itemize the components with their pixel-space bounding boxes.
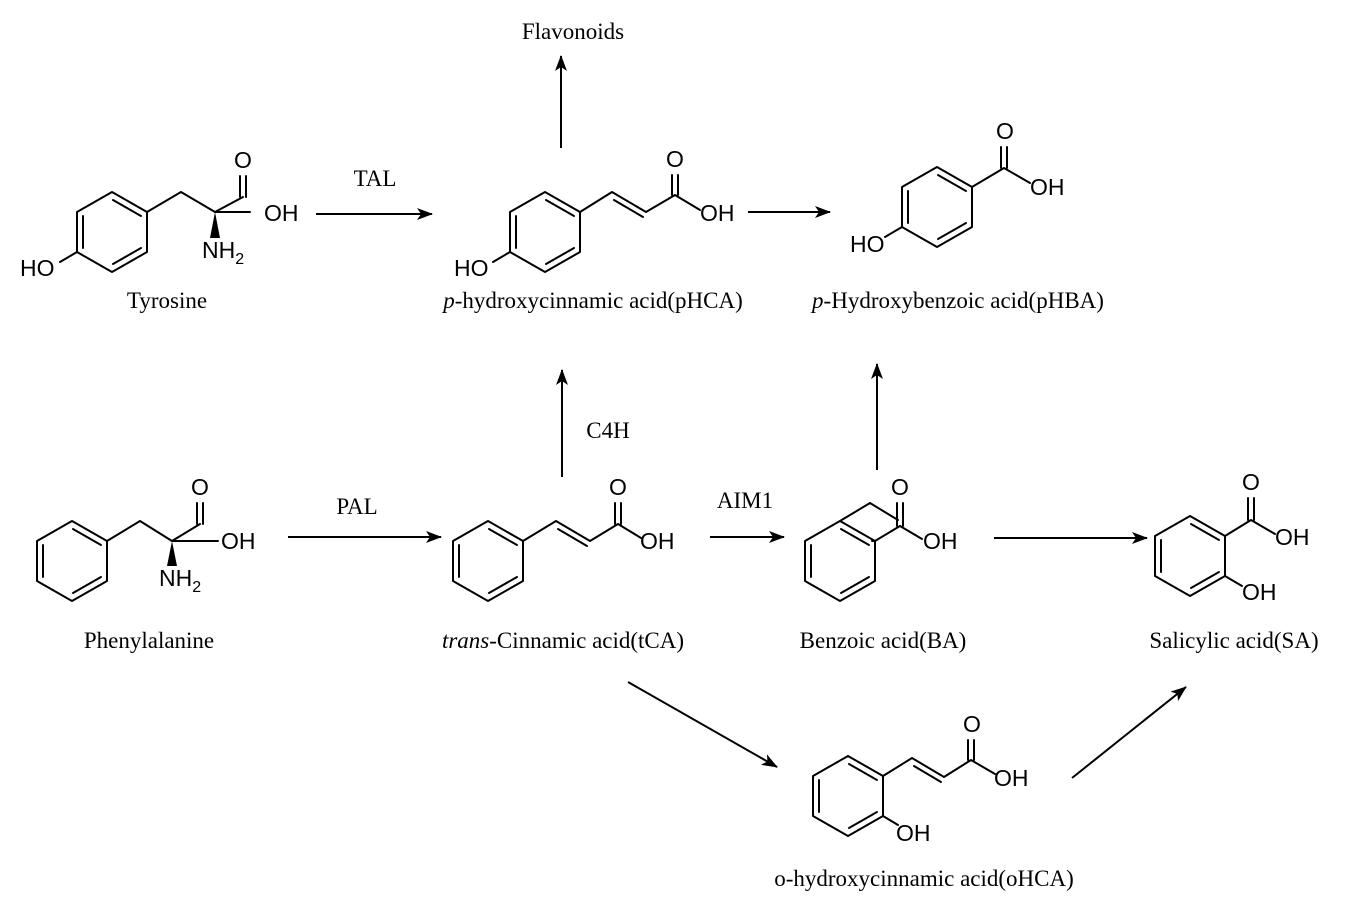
phba-ring-double-bonds xyxy=(907,174,967,240)
phba-ring xyxy=(901,166,973,248)
sa-label: Salicylic acid(SA) xyxy=(1149,628,1318,653)
phba-structure: O OH HO xyxy=(850,118,1065,257)
ohca-oh-bond xyxy=(882,815,899,826)
ohca-chain xyxy=(882,757,996,778)
tyrosine-ho-bond xyxy=(59,251,78,263)
ohca-hydroxyl: OH xyxy=(994,765,1029,791)
phca-carbonyl xyxy=(671,174,679,196)
phenylalanine-amine: NH2 xyxy=(159,565,201,596)
phenylalanine-wedge-bond xyxy=(167,541,177,566)
ohca-ring-double-bonds xyxy=(818,763,878,829)
ba-carbonyl xyxy=(896,502,904,527)
phca-alkene-double xyxy=(613,199,644,218)
tca-chain xyxy=(522,520,642,542)
tca-hydroxyl: OH xyxy=(640,528,675,554)
ohca-label: o-hydroxycinnamic acid(oHCA) xyxy=(774,866,1074,891)
tyrosine-carbonyl xyxy=(239,175,247,198)
ba-carbonyl-bond xyxy=(874,525,901,542)
phenylalanine-hydroxyl: OH xyxy=(221,528,256,554)
phenylalanine-chain xyxy=(106,520,219,542)
enzyme-tal-label: TAL xyxy=(354,166,397,191)
sa-phenol-oh: OH xyxy=(1242,579,1277,605)
ohca-ring xyxy=(812,755,884,837)
phenylalanine-ring xyxy=(36,520,108,602)
tyrosine-hydroxyl: OH xyxy=(264,200,299,226)
phba-ho-bond xyxy=(884,226,903,238)
ba-label: Benzoic acid(BA) xyxy=(800,628,967,653)
phba-oxygen: O xyxy=(996,118,1014,144)
phca-chain xyxy=(579,191,701,213)
tyrosine-phenol-oh: HO xyxy=(20,255,55,281)
tyrosine-structure: O OH NH2 HO xyxy=(20,147,299,281)
tyrosine-label: Tyrosine xyxy=(127,288,207,313)
enzyme-c4h-label: C4H xyxy=(586,418,629,443)
tca-label: trans-Cinnamic acid(tCA) xyxy=(442,628,684,653)
phenylalanine-label: Phenylalanine xyxy=(84,628,214,653)
phca-structure: O OH HO xyxy=(454,146,735,281)
tyrosine-ring-double-bonds xyxy=(82,199,142,265)
ohca-phenol-oh: OH xyxy=(896,820,931,846)
ohca-alkene-double xyxy=(913,765,942,783)
sa-chain xyxy=(1224,519,1276,537)
ba-chain xyxy=(839,502,899,542)
tyrosine-ring xyxy=(76,191,148,273)
ba-oxygen: O xyxy=(891,474,909,500)
tca-carbonyl xyxy=(614,502,622,525)
phca-hydroxyl: OH xyxy=(700,200,735,226)
tca-ring xyxy=(452,520,524,602)
ohca-structure: O OH OH xyxy=(812,711,1029,846)
tca-ring-double-bonds xyxy=(458,528,518,594)
tca-alkene-double xyxy=(557,528,588,547)
tca-oxygen: O xyxy=(609,474,627,500)
ba-structure: O OH xyxy=(804,474,958,602)
arrow-ohca-to-sa xyxy=(1071,686,1187,779)
tyrosine-wedge-bond xyxy=(210,212,220,238)
sa-ring-double-bonds xyxy=(1160,523,1220,589)
phenylalanine-ring-double-bonds xyxy=(42,528,102,594)
ba-hydroxyl: OH xyxy=(923,528,958,554)
tyrosine-oxygen: O xyxy=(234,147,252,173)
sa-ring xyxy=(1154,515,1226,597)
phba-label: p-Hydroxybenzoic acid(pHBA) xyxy=(810,288,1104,313)
phba-hydroxyl: OH xyxy=(1030,174,1065,200)
tyrosine-amine: NH2 xyxy=(202,237,244,268)
sa-oxygen: O xyxy=(1242,469,1260,495)
phca-ho-bond xyxy=(492,251,511,263)
phba-chain xyxy=(971,167,1031,188)
tyrosine-chain xyxy=(146,191,251,213)
sa-structure: O OH OH xyxy=(1154,469,1310,605)
enzyme-pal-label: PAL xyxy=(336,494,377,519)
arrow-tca-to-ohca xyxy=(627,681,778,768)
phenylalanine-carbonyl xyxy=(196,502,204,525)
flavonoids-label: Flavonoids xyxy=(522,19,624,44)
phenylalanine-structure: O OH NH2 xyxy=(36,474,256,602)
phca-ring-double-bonds xyxy=(515,199,575,265)
ohca-carbonyl xyxy=(967,739,975,761)
tca-structure: O OH xyxy=(452,474,675,602)
phba-carbonyl xyxy=(1000,146,1008,169)
phba-phenol-oh: HO xyxy=(850,231,885,257)
phca-ring xyxy=(509,191,581,273)
ba-ring-double-bonds xyxy=(810,528,870,594)
phenylalanine-oxygen: O xyxy=(191,474,209,500)
ohca-oxygen: O xyxy=(963,711,981,737)
phca-oxygen: O xyxy=(666,146,684,172)
ba-ring xyxy=(804,520,876,602)
phca-label: p-hydroxycinnamic acid(pHCA) xyxy=(441,288,743,313)
enzyme-aim1-label: AIM1 xyxy=(717,488,773,513)
sa-hydroxyl: OH xyxy=(1275,524,1310,550)
phca-phenol-oh: HO xyxy=(454,255,489,281)
sa-carbonyl xyxy=(1247,497,1255,521)
ba-oh-bond xyxy=(899,525,923,540)
sa-oh-bond xyxy=(1224,575,1243,587)
